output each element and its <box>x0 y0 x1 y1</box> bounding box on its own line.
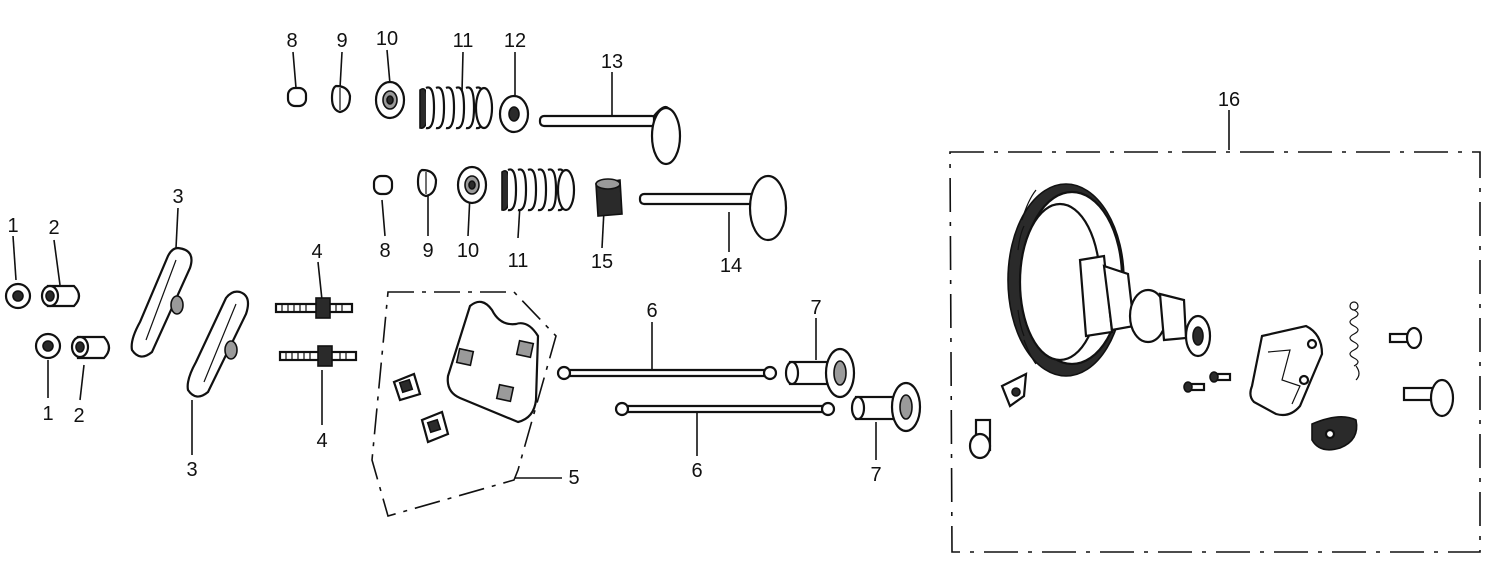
part-1-nut-lower <box>34 332 62 360</box>
label-part-4-lower: 4 <box>316 430 327 452</box>
label-part-9-upper: 9 <box>336 30 347 52</box>
label-part-4-upper: 4 <box>311 241 322 263</box>
label-part-13: 13 <box>601 51 623 73</box>
label-part-11-lower: 11 <box>508 250 529 272</box>
label-part-5: 5 <box>568 467 579 489</box>
part-3-rocker-arm-lower <box>186 290 250 398</box>
label-part-7-upper: 7 <box>810 297 821 319</box>
part-10-spring-retainer-lower <box>456 165 488 205</box>
part-7-tappet-upper <box>784 347 856 399</box>
part-labels: 1 1 2 2 3 3 4 4 5 6 6 7 7 8 8 9 9 10 10 … <box>7 28 1240 489</box>
label-part-7-lower: 7 <box>870 464 881 486</box>
part-8-valve-cap-lower <box>372 174 394 196</box>
label-part-10-upper: 10 <box>376 28 398 50</box>
part-14-valve-lower <box>638 174 788 242</box>
label-part-14: 14 <box>720 255 742 277</box>
label-part-3-upper: 3 <box>172 186 183 208</box>
part-6-push-rod-lower <box>614 401 836 417</box>
part-3-rocker-arm-upper <box>130 246 193 358</box>
label-part-8-lower: 8 <box>379 240 390 262</box>
part-11-valve-spring-upper <box>419 86 494 130</box>
label-part-3-lower: 3 <box>186 459 197 481</box>
label-part-16: 16 <box>1218 89 1240 111</box>
part-7-tappet-lower <box>850 381 922 433</box>
label-part-11-upper: 11 <box>453 30 474 52</box>
part-1-nut-upper <box>4 282 32 310</box>
part-2-sleeve-lower <box>70 335 111 360</box>
label-part-12: 12 <box>504 30 526 52</box>
label-part-15: 15 <box>591 251 613 273</box>
part-16-camshaft-assembly <box>949 151 1481 553</box>
label-part-1-lower: 1 <box>42 403 53 425</box>
label-part-10-lower: 10 <box>457 240 479 262</box>
part-9-valve-collet-upper <box>330 84 352 114</box>
part-9-valve-collet-lower <box>416 168 438 198</box>
label-part-1-upper: 1 <box>7 215 18 237</box>
part-12-valve-seal-upper <box>498 94 530 134</box>
label-part-2-lower: 2 <box>73 405 84 427</box>
label-part-6-lower: 6 <box>691 460 702 482</box>
label-part-8-upper: 8 <box>286 30 297 52</box>
leader-lines <box>12 49 1230 479</box>
part-11-valve-spring-lower <box>501 168 576 212</box>
part-4-stud-lower <box>278 345 358 367</box>
part-10-spring-retainer-upper <box>374 80 406 120</box>
part-2-sleeve-upper <box>40 284 81 308</box>
label-part-9-lower: 9 <box>422 240 433 262</box>
label-part-2-upper: 2 <box>48 217 59 239</box>
part-4-stud-upper <box>274 297 354 319</box>
part-6-push-rod-upper <box>556 365 778 381</box>
label-part-6-upper: 6 <box>646 300 657 322</box>
part-8-valve-cap-upper <box>286 86 308 108</box>
part-13-valve-upper <box>538 105 682 166</box>
part-5-guide-plate <box>371 291 557 517</box>
part-15-valve-guide <box>595 178 623 217</box>
